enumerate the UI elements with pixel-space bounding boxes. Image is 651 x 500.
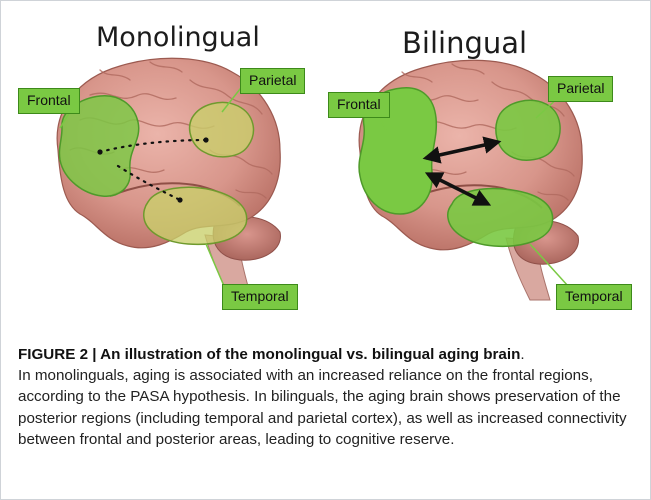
label-bilingual-parietal: Parietal bbox=[548, 76, 613, 102]
label-monolingual-frontal: Frontal bbox=[18, 88, 80, 114]
figure-illustration: Monolingual Bilingual Frontal Parietal T… bbox=[0, 0, 651, 318]
monolingual-brain bbox=[57, 58, 280, 300]
caption-title-end: . bbox=[520, 346, 524, 363]
caption-body: In monolinguals, aging is associated wit… bbox=[18, 367, 627, 448]
label-bilingual-temporal: Temporal bbox=[556, 284, 632, 310]
panel-title-monolingual: Monolingual bbox=[96, 22, 260, 53]
caption-title: An illustration of the monolingual vs. b… bbox=[100, 346, 520, 363]
figure-caption: FIGURE 2 | An illustration of the monoli… bbox=[18, 344, 638, 450]
label-monolingual-parietal: Parietal bbox=[240, 68, 305, 94]
label-bilingual-frontal: Frontal bbox=[328, 92, 390, 118]
caption-figure-label: FIGURE 2 | bbox=[18, 346, 100, 363]
label-monolingual-temporal: Temporal bbox=[222, 284, 298, 310]
panel-title-bilingual: Bilingual bbox=[402, 26, 527, 60]
